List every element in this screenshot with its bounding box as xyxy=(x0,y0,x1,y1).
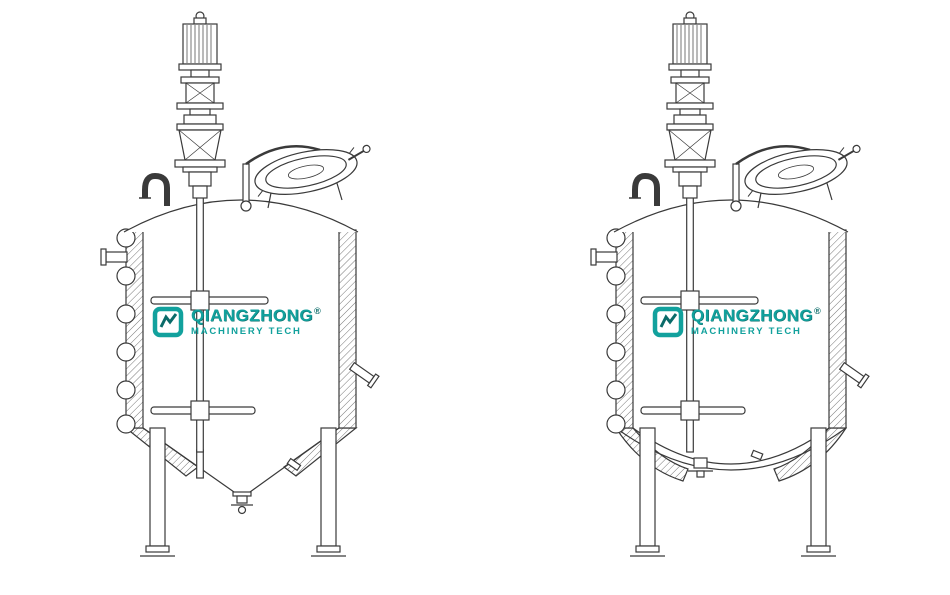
qiangzhong-logo-icon xyxy=(652,306,684,338)
brand-text: QIANGZHONG xyxy=(691,306,814,326)
brand-watermark: QIANGZHONG® MACHINERY TECH xyxy=(652,306,821,338)
qiangzhong-logo-icon xyxy=(152,306,184,338)
registered-mark: ® xyxy=(814,306,822,317)
brand-name: QIANGZHONG® xyxy=(691,307,821,325)
brand-text: QIANGZHONG xyxy=(191,306,314,326)
brand-watermark: QIANGZHONG® MACHINERY TECH xyxy=(152,306,321,338)
brand-tagline: MACHINERY TECH xyxy=(191,325,302,337)
brand-name: QIANGZHONG® xyxy=(191,307,321,325)
mixing-tank-dished-bottom xyxy=(591,12,869,556)
registered-mark: ® xyxy=(314,306,322,317)
shaft-lower-end xyxy=(196,449,204,479)
bottom-outlet-valve xyxy=(696,470,705,478)
cone-drain-stub xyxy=(286,457,302,472)
dish-drain-stub xyxy=(750,449,764,461)
brand-tagline: MACHINERY TECH xyxy=(691,325,802,337)
mixing-tank-conical-bottom xyxy=(101,12,379,556)
bottom-outlet-valve xyxy=(237,505,247,515)
inner-dish-shell xyxy=(632,427,830,465)
